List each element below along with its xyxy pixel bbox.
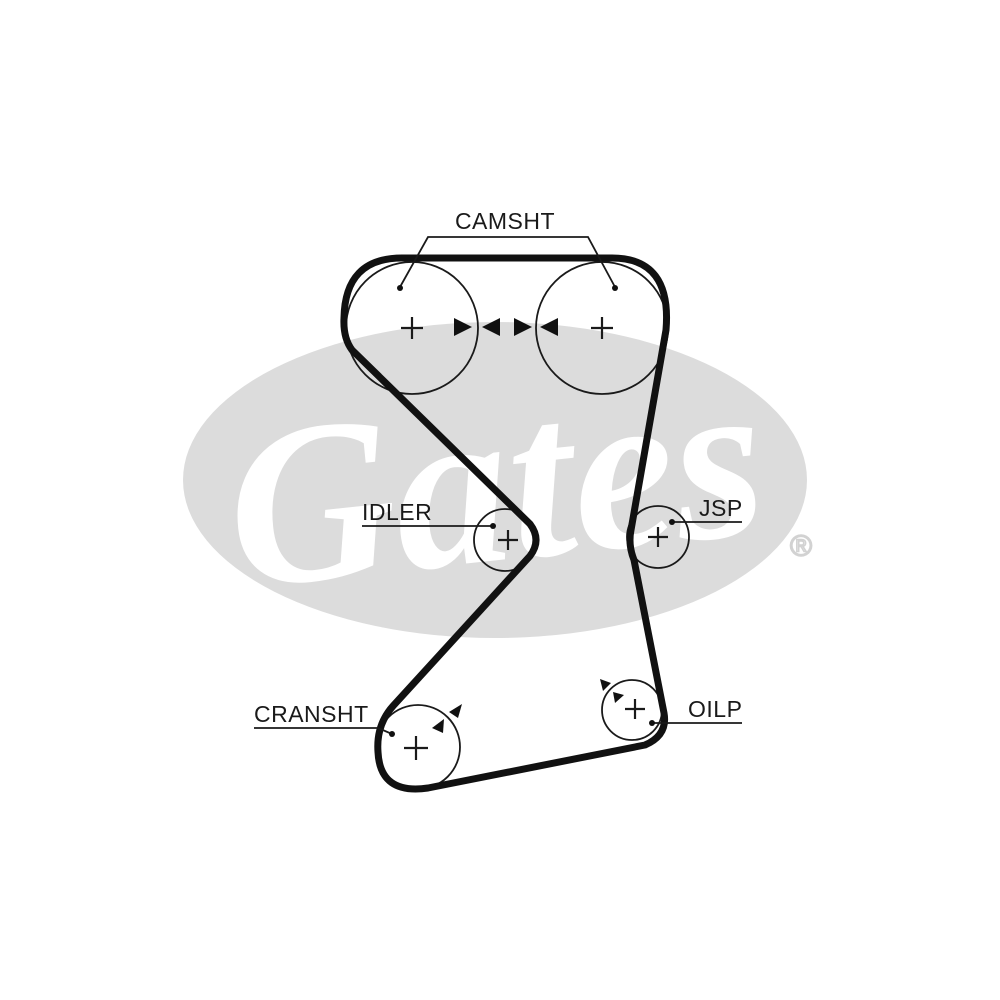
camshaft-leader-dot-left [397,285,403,291]
camshaft-leader-line [399,236,616,288]
oil-pump-label: OILP [688,696,742,722]
watermark-text: Gates [215,328,775,638]
camshaft-timing-marks [454,318,558,336]
idler-leader-dot [490,523,496,529]
crank-arrow-icon [449,704,462,718]
crankshaft-leader-dot [389,731,395,737]
crankshaft-label: CRANSHT [254,701,369,727]
oilp-arrow-icon [613,692,624,703]
oilp-arrow-icon [600,679,611,691]
crankshaft-timing-marks [432,704,462,733]
jsp-leader-dot [669,519,675,525]
timing-belt [340,254,671,793]
oil-pump-center-mark [625,699,645,719]
timing-arrow-right-icon [454,318,472,336]
camshaft-left-center-mark [401,317,423,339]
camshaft-right-center-mark [591,317,613,339]
timing-arrow-left-icon [482,318,500,336]
oil-pump-leader-dot [649,720,655,726]
jsp-center-mark [648,527,668,547]
timing-arrow-left-icon [540,318,558,336]
oil-pump-timing-marks [600,679,624,703]
camshaft-label: CAMSHT [455,208,555,234]
crank-arrow-icon [432,719,444,733]
crankshaft-leader-line [254,727,393,735]
jsp-label: JSP [699,495,743,521]
timing-arrow-right-icon [514,318,532,336]
idler-label: IDLER [362,499,432,525]
idler-center-mark [498,530,518,550]
registered-mark: ® [790,530,812,563]
crankshaft-center-mark [404,736,428,760]
camshaft-leader-dot-right [612,285,618,291]
